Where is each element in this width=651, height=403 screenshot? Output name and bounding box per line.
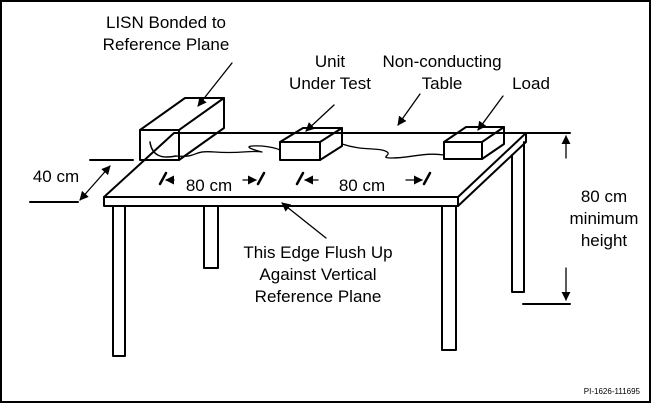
height-label-line1: 80 cm: [581, 187, 627, 206]
edge-label-line3: Reference Plane: [255, 287, 382, 306]
load-label: Load: [512, 74, 550, 93]
edge-label-line2: Against Vertical: [259, 265, 376, 284]
table-edge: [103, 132, 527, 207]
uut-label-line1: Unit: [315, 52, 346, 71]
uut-leader: [305, 104, 335, 132]
spacing-ticks: [158, 171, 432, 186]
dim-80-left-label: 80 cm: [186, 176, 232, 195]
cable-lisn-uut: [175, 145, 281, 157]
height-label-line2: minimum: [570, 209, 639, 228]
dim-40-marker: [29, 159, 134, 203]
table-leg-front-right: [441, 205, 457, 351]
lisn-label-line1: LISN Bonded to: [106, 13, 226, 32]
load-box: [443, 126, 505, 160]
lisn-box: [139, 97, 225, 161]
edge-label-line1: This Edge Flush Up: [243, 243, 392, 262]
table-leg-back-right: [511, 141, 525, 293]
table-leg-back-left: [203, 205, 219, 269]
uut-label-line2: Under Test: [289, 74, 371, 93]
table-leader: [397, 93, 421, 126]
table-leg-front-left: [112, 205, 126, 357]
height-label-line3: height: [581, 231, 628, 250]
table-label-line2: Table: [422, 74, 463, 93]
load-leader: [477, 95, 504, 131]
uut-box: [279, 127, 343, 161]
edge-leader: [281, 202, 327, 239]
figure-id: PI-1626-111695: [584, 387, 641, 396]
dim-40-label: 40 cm: [33, 167, 79, 186]
lisn-label-line2: Reference Plane: [103, 35, 230, 54]
height-dimension: [522, 132, 571, 305]
dim-80-right-label: 80 cm: [339, 176, 385, 195]
table-label-line1: Non-conducting: [382, 52, 501, 71]
cable-uut-load: [341, 143, 445, 159]
lisn-leader: [197, 62, 233, 107]
